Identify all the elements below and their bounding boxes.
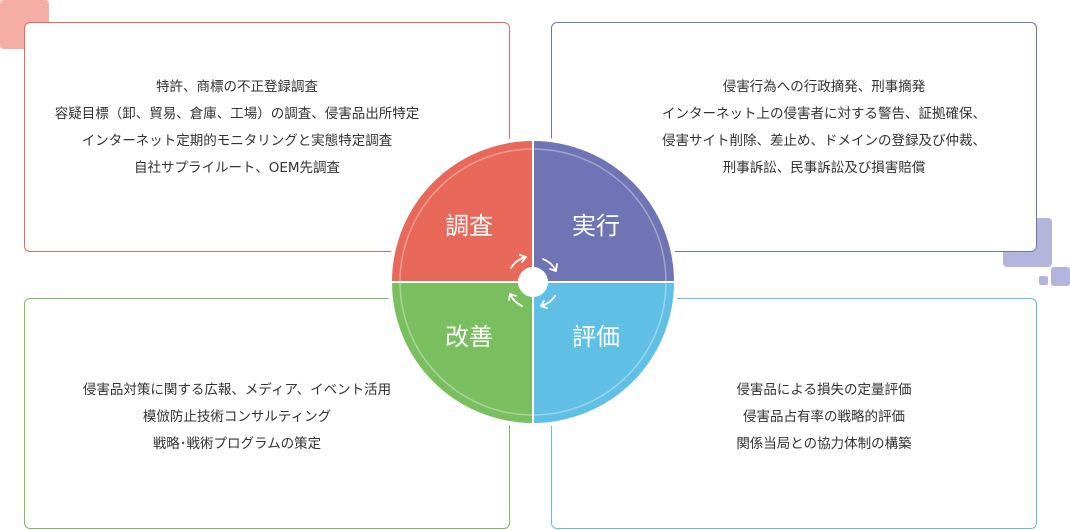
panel-line: 関係当局との協力体制の構築	[736, 436, 912, 452]
panel-line: インターネット上の侵害者に対する警告、証拠確保、	[662, 106, 986, 122]
panel-execute-text: 侵害行為への行政摘発、刑事摘発 インターネット上の侵害者に対する警告、証拠確保、…	[611, 74, 1037, 182]
panel-line: 侵害品による損失の定量評価	[736, 382, 912, 398]
quadrant-improve	[392, 282, 533, 423]
decorative-square-medium	[1051, 267, 1070, 286]
cycle-arrow-icon	[540, 295, 556, 309]
panel-line: 特許、商標の不正登録調査	[156, 79, 318, 95]
label-execute: 実行	[572, 212, 620, 240]
panel-line: インターネット定期的モニタリングと実態特定調査	[81, 133, 393, 149]
quadrant-investigate	[392, 141, 533, 282]
panel-improve-text: 侵害品対策に関する広報、メディア、イベント活用 模倣防止技術コンサルティング 戦…	[24, 377, 450, 458]
panel-evaluate-text: 侵害品による損失の定量評価 侵害品占有率の戦略的評価 関係当局との協力体制の構築	[611, 377, 1037, 458]
quadrant-execute	[533, 141, 674, 282]
label-investigate: 調査	[445, 212, 493, 240]
decorative-square-small	[1039, 276, 1048, 285]
panel-line: 刑事訴訟、民事訴訟及び損害賠償	[722, 160, 926, 176]
label-improve: 改善	[445, 323, 493, 351]
panel-line: 模倣防止技術コンサルティング	[142, 409, 332, 425]
label-evaluate: 評価	[572, 323, 620, 351]
cycle-arrow-icon	[510, 254, 527, 269]
cycle-diagram: 調査 実行 改善 評価	[387, 136, 679, 428]
panel-line: 自社サプライルート、OEM先調査	[133, 160, 341, 176]
panel-line: 侵害行為への行政摘発、刑事摘発	[722, 79, 926, 95]
cycle-arrow-icon	[508, 293, 523, 307]
panel-line: 侵害品占有率の戦略的評価	[743, 409, 905, 425]
panel-line: 容疑目標（卸、貿易、倉庫、工場）の調査、侵害品出所特定	[54, 106, 420, 122]
cycle-arrow-icon	[542, 258, 558, 272]
cycle-center-hub	[518, 267, 548, 297]
panel-line: 戦略･戦術プログラムの策定	[152, 436, 322, 452]
panel-line: 侵害サイト削除、差止め、ドメインの登録及び仲裁、	[662, 133, 986, 149]
panel-investigate-text: 特許、商標の不正登録調査 容疑目標（卸、貿易、倉庫、工場）の調査、侵害品出所特定…	[24, 74, 450, 182]
quadrant-evaluate	[533, 282, 674, 423]
panel-line: 侵害品対策に関する広報、メディア、イベント活用	[82, 382, 392, 398]
